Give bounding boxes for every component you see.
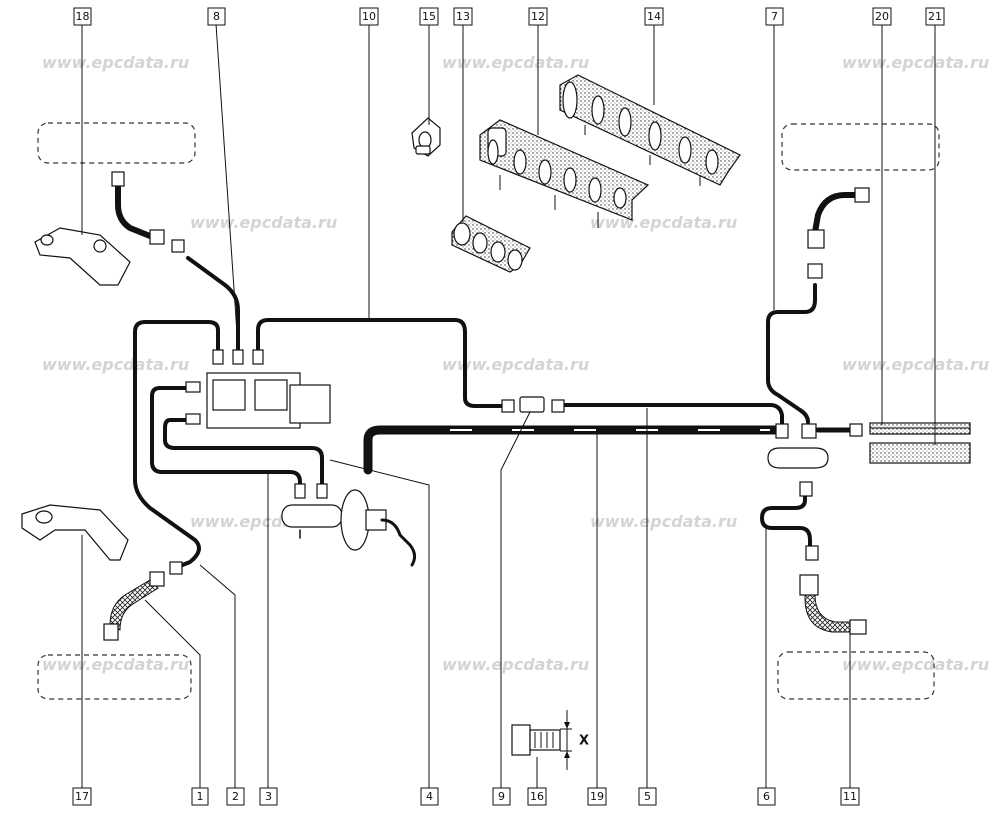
flexible-hoses (103, 171, 870, 641)
callout-8: 8 (207, 7, 226, 26)
watermark-11: www.epcdata.ru (42, 655, 189, 674)
protector-sleeves (869, 422, 971, 464)
callout-5: 5 (638, 787, 657, 806)
callout-6: 6 (757, 787, 776, 806)
leader-lines (81, 23, 936, 788)
pipe-7 (766, 283, 817, 424)
watermark-13: www.epcdata.ru (842, 655, 989, 674)
svg-text:10: 10 (362, 10, 376, 23)
callout-10: 10 (359, 7, 379, 26)
svg-text:18: 18 (76, 10, 90, 23)
callout-15: 15 (419, 7, 439, 26)
watermark-7: www.epcdata.ru (442, 355, 589, 374)
callout-4: 4 (420, 787, 439, 806)
svg-text:14: 14 (647, 10, 661, 23)
brake-pipes (133, 256, 861, 568)
svg-text:17: 17 (75, 790, 89, 803)
brake-booster (281, 489, 417, 567)
pipe-19 (363, 425, 783, 475)
watermark-3: www.epcdata.ru (842, 53, 989, 72)
svg-text:6: 6 (763, 790, 770, 803)
svg-text:11: 11 (843, 790, 857, 803)
wheel-rear-left-outline (37, 654, 192, 700)
svg-text:12: 12 (531, 10, 545, 23)
callout-20: 20 (872, 7, 892, 26)
hose-front-left (115, 179, 158, 241)
hose-rear-left (109, 579, 159, 631)
pipe-5 (563, 403, 784, 427)
pipe-clip-15 (411, 117, 441, 157)
svg-text:19: 19 (590, 790, 604, 803)
callout-11: 11 (840, 787, 860, 806)
svg-text:5: 5 (644, 790, 651, 803)
callout-7: 7 (765, 7, 784, 26)
callout-13: 13 (453, 7, 473, 26)
hose-rear-right (804, 594, 851, 633)
callout-14: 14 (644, 7, 664, 26)
watermark-10: www.epcdata.ru (590, 512, 737, 531)
pipe-clip-13 (451, 215, 531, 273)
wheel-front-left-outline (37, 122, 196, 164)
master-cylinder (206, 372, 331, 429)
callout-1: 1 (191, 787, 209, 806)
pipe-1 (133, 320, 220, 568)
pipe-3 (163, 418, 324, 488)
callout-2: 2 (226, 787, 245, 806)
svg-text:8: 8 (213, 10, 220, 23)
union-detail-16: X (511, 710, 589, 770)
bracket-17 (21, 504, 129, 561)
pipe-clip-12 (479, 119, 650, 228)
callout-9: 9 (492, 787, 511, 806)
pipe-2 (150, 386, 302, 488)
bracket-18 (34, 227, 131, 286)
wheel-rear-right-outline (777, 651, 935, 700)
watermark-4: www.epcdata.ru (190, 213, 337, 232)
watermark-1: www.epcdata.ru (42, 53, 189, 72)
svg-text:3: 3 (265, 790, 272, 803)
watermark-2: www.epcdata.ru (442, 53, 589, 72)
pipe-6 (760, 493, 812, 550)
callout-12: 12 (528, 7, 548, 26)
svg-text:9: 9 (498, 790, 505, 803)
callout-19: 19 (587, 787, 607, 806)
pipe-fittings (169, 239, 863, 575)
svg-text:13: 13 (456, 10, 470, 23)
svg-text:16: 16 (530, 790, 544, 803)
hose-front-right (812, 192, 863, 235)
svg-text:21: 21 (928, 10, 942, 23)
dimension-x-label: X (579, 734, 589, 749)
pressure-limiter (767, 447, 829, 469)
callout-16: 16 (527, 787, 547, 806)
svg-text:15: 15 (422, 10, 436, 23)
callouts: 18 8 10 15 13 12 14 7 20 21 17 1 2 3 4 9… (72, 7, 945, 806)
watermark-8: www.epcdata.ru (842, 355, 989, 374)
svg-text:7: 7 (771, 10, 778, 23)
watermarks: www.epcdata.ru www.epcdata.ru www.epcdat… (42, 53, 989, 674)
svg-text:2: 2 (232, 790, 239, 803)
sleeve-21 (869, 442, 971, 464)
svg-text:4: 4 (426, 790, 433, 803)
callout-21: 21 (925, 7, 945, 26)
wheel-front-right-outline (781, 123, 940, 171)
svg-text:1: 1 (197, 790, 204, 803)
pipe-10 (256, 318, 504, 408)
pipe-clip-14 (559, 74, 741, 186)
callout-17: 17 (72, 787, 92, 806)
svg-text:20: 20 (875, 10, 889, 23)
pipe-8 (186, 256, 240, 354)
watermark-6: www.epcdata.ru (42, 355, 189, 374)
wheel-outlines (37, 122, 940, 700)
callout-3: 3 (259, 787, 278, 806)
callout-18: 18 (73, 7, 92, 26)
watermark-5: www.epcdata.ru (590, 213, 737, 232)
watermark-12: www.epcdata.ru (442, 655, 589, 674)
